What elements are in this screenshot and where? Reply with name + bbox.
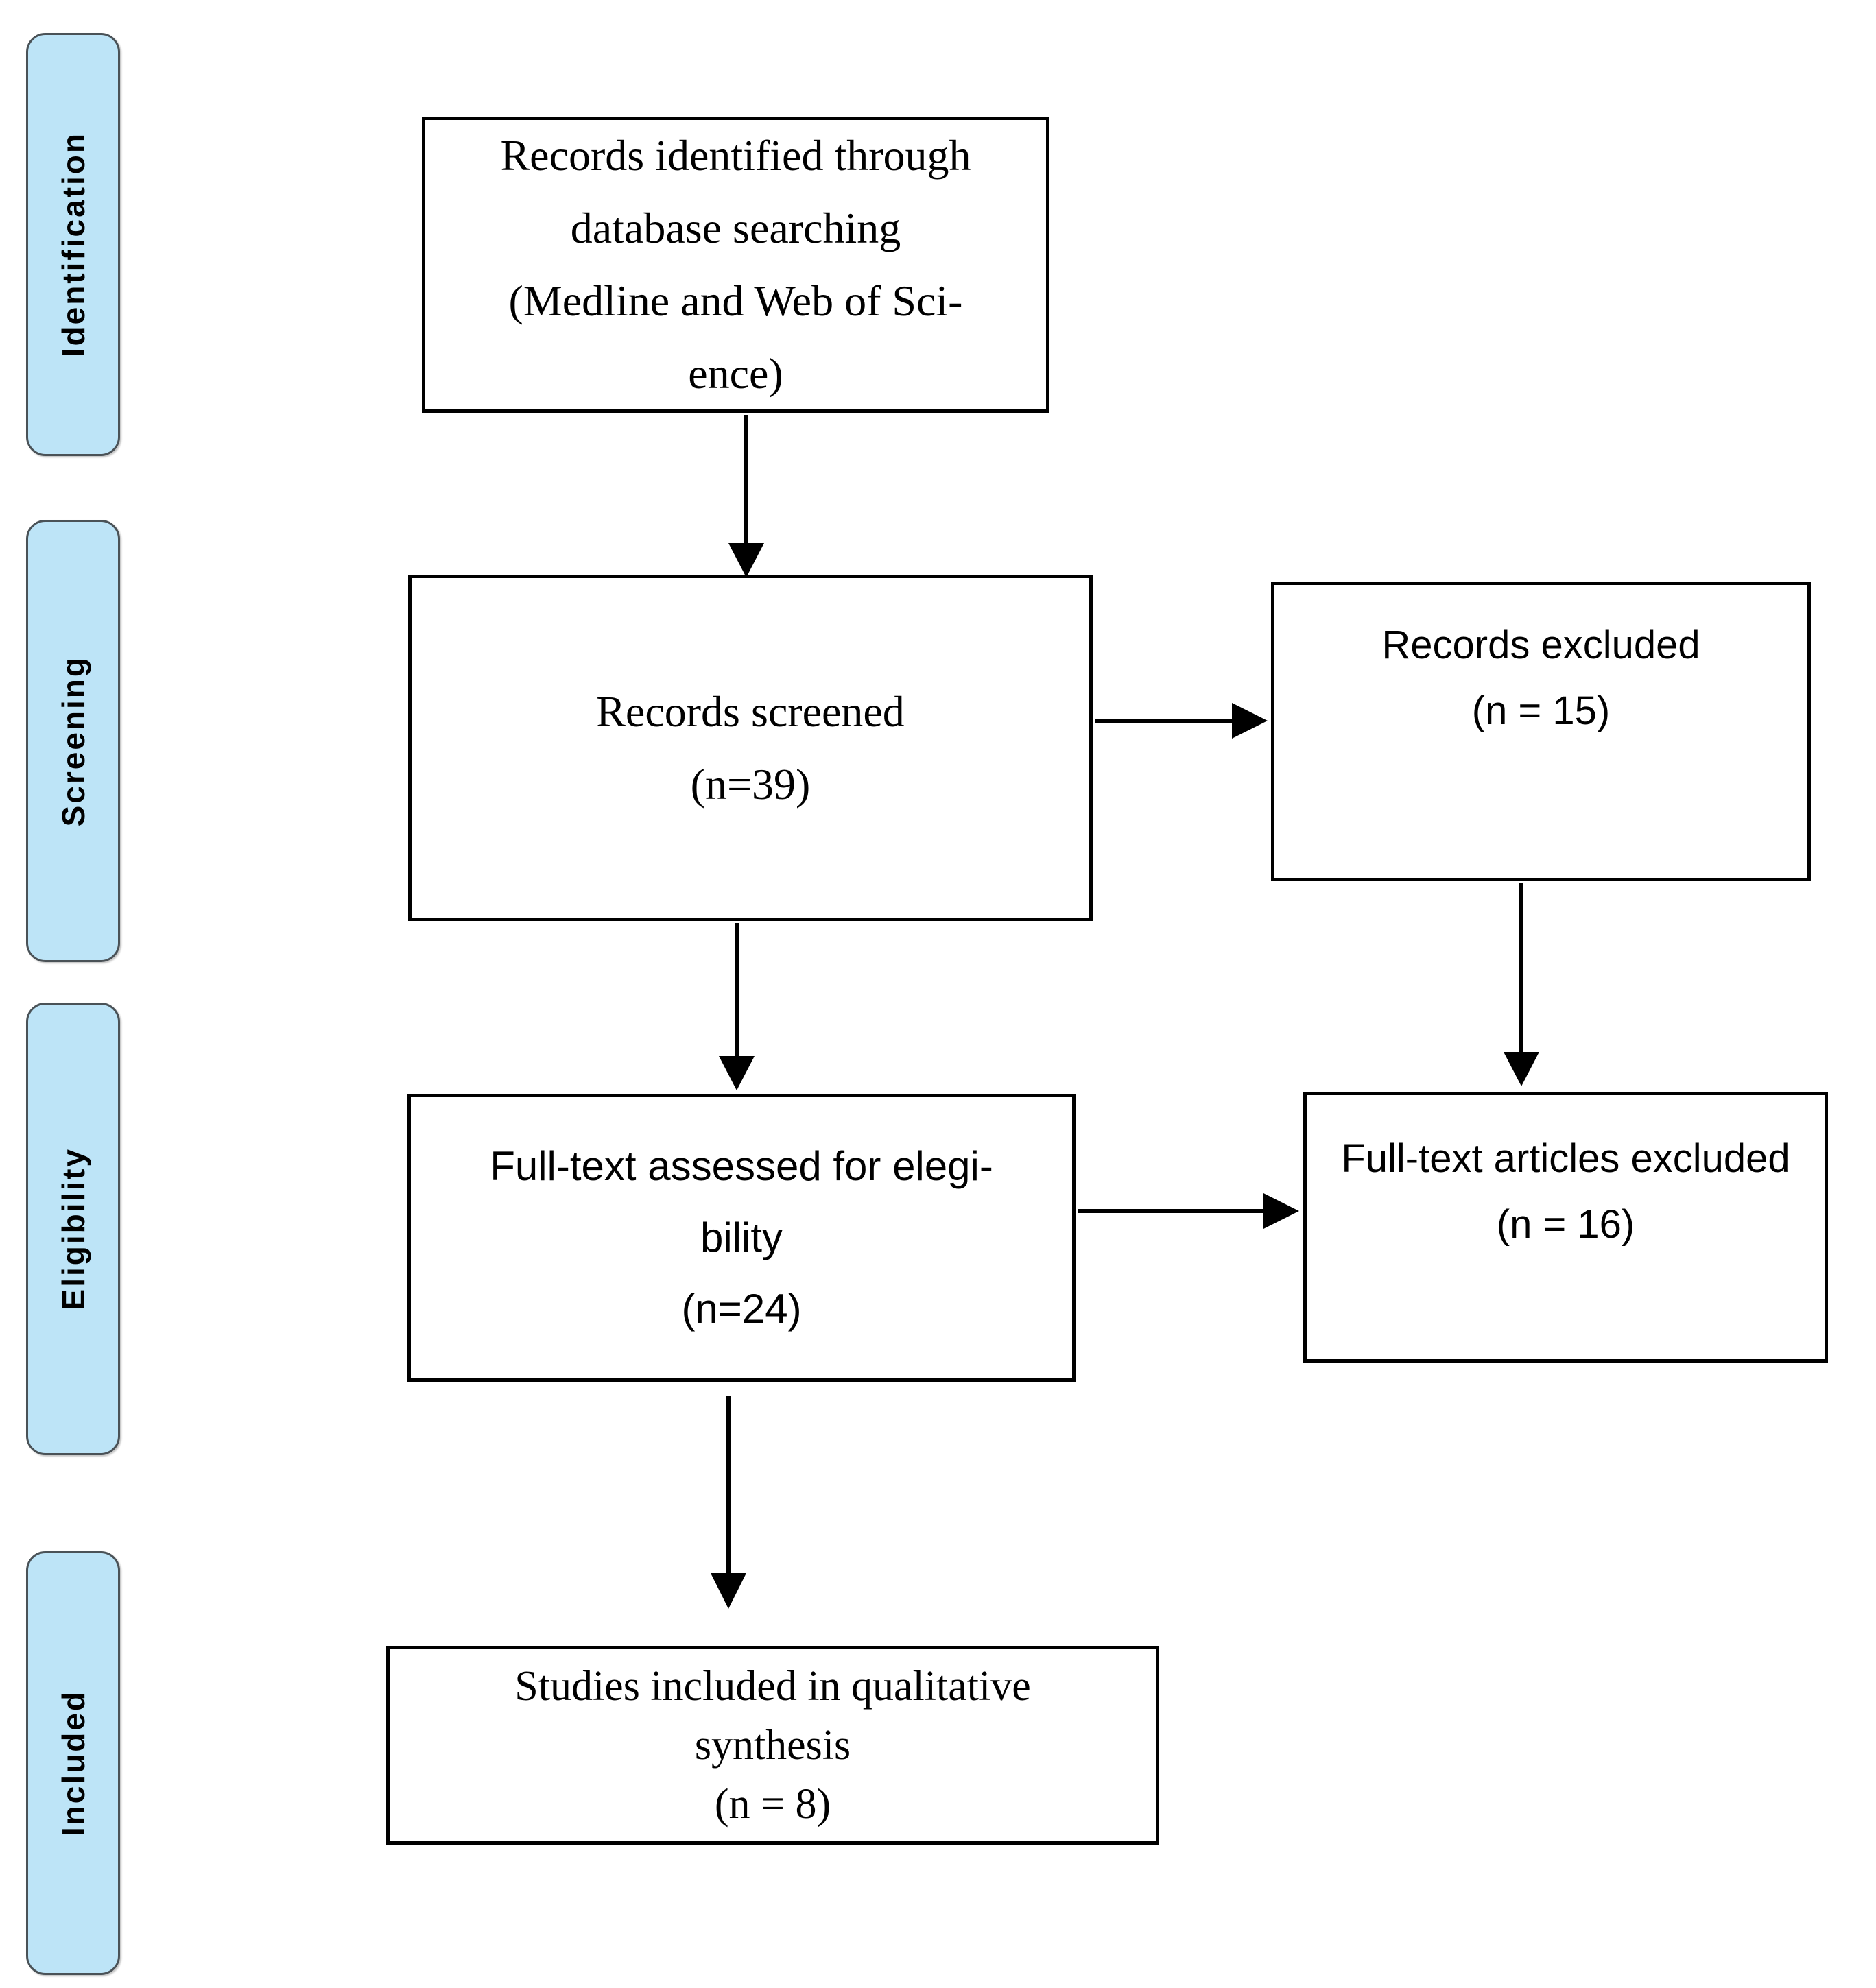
arrow-identified-to-screened [728, 415, 764, 577]
box-fulltext-excluded: Full-text articles excluded (n = 16) [1303, 1092, 1828, 1363]
box-included-studies-text: Studies included in qualitative synthesi… [514, 1663, 1031, 1828]
box-records-excluded-text: Records excluded (n = 15) [1381, 623, 1700, 733]
stage-label-identification: Identification [55, 132, 91, 357]
box-records-excluded: Records excluded (n = 15) [1271, 582, 1811, 881]
box-included-studies: Studies included in qualitative synthesi… [386, 1646, 1159, 1845]
box-records-identified: Records identified through database sear… [422, 117, 1049, 413]
arrow-screened-to-fulltext-assessed [719, 923, 755, 1090]
arrow-screened-to-records-excluded [1095, 703, 1268, 739]
box-records-screened: Records screened (n=39) [408, 575, 1093, 921]
stage-label-screening: Screening [55, 655, 91, 827]
arrow-fulltext-assessed-to-included-studies [711, 1396, 746, 1609]
arrow-records-excluded-to-fulltext-excluded [1504, 883, 1539, 1086]
box-fulltext-assessed: Full-text assessed for elegi- bility (n=… [407, 1094, 1076, 1382]
stage-label-eligibility: Eligibility [55, 1147, 91, 1310]
box-fulltext-excluded-text: Full-text articles excluded (n = 16) [1341, 1136, 1790, 1247]
box-records-identified-text: Records identified through database sear… [500, 131, 971, 398]
arrow-fulltext-assessed-to-fulltext-excluded [1078, 1193, 1299, 1229]
stage-pill-screening: Screening [26, 520, 120, 962]
stage-pill-identification: Identification [26, 33, 120, 456]
box-records-screened-text: Records screened (n=39) [596, 686, 905, 809]
stage-pill-eligibility: Eligibility [26, 1003, 120, 1455]
box-fulltext-assessed-text: Full-text assessed for elegi- bility (n=… [490, 1143, 993, 1332]
stage-pill-included: Included [26, 1551, 120, 1975]
stage-label-included: Included [55, 1690, 91, 1836]
